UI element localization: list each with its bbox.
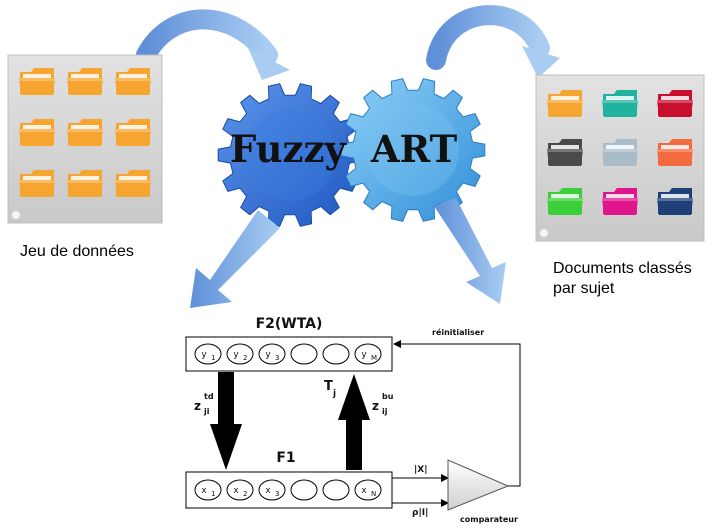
folder-icon bbox=[547, 139, 583, 166]
folder-icon bbox=[115, 170, 151, 197]
zbu-label: z bbox=[372, 399, 379, 413]
zbu-sup: bu bbox=[382, 392, 394, 401]
svg-text:1: 1 bbox=[211, 490, 215, 498]
folder-icon bbox=[67, 119, 103, 146]
folder-icon bbox=[19, 119, 55, 146]
svg-text:2: 2 bbox=[243, 490, 247, 498]
reset-label: réinitialiser bbox=[432, 327, 484, 337]
curved-arrow-gear-to-output bbox=[426, 5, 560, 78]
curved-arrow-input-to-gear bbox=[136, 9, 290, 80]
tj-sub: j bbox=[332, 389, 336, 399]
tj-label: T bbox=[324, 379, 333, 394]
svg-text:x: x bbox=[201, 486, 207, 496]
svg-text:3: 3 bbox=[275, 354, 279, 362]
folder-icon bbox=[19, 68, 55, 95]
svg-text:M: M bbox=[371, 354, 377, 362]
x-norm-label: |X| bbox=[414, 465, 428, 475]
ztd-sup: td bbox=[204, 392, 214, 401]
svg-text:N: N bbox=[371, 490, 376, 498]
f2-node bbox=[322, 343, 350, 365]
title-fuzzy: Fuzzy bbox=[230, 127, 348, 171]
folder-icon bbox=[19, 170, 55, 197]
output-caption-line1: Documents classés bbox=[553, 260, 692, 277]
svg-text:y: y bbox=[233, 350, 239, 360]
top-down-weights-arrow bbox=[210, 372, 242, 470]
comparator-triangle bbox=[447, 459, 510, 511]
zbu-sub: ij bbox=[382, 407, 388, 416]
arrow-gear-to-f2 bbox=[190, 210, 280, 308]
f1-node bbox=[322, 479, 350, 501]
folder-icon bbox=[602, 90, 638, 117]
svg-text:x: x bbox=[361, 486, 367, 496]
reset-feedback-line bbox=[393, 340, 521, 487]
svg-text:y: y bbox=[201, 350, 207, 360]
folder-icon bbox=[115, 119, 151, 146]
svg-text:1: 1 bbox=[211, 354, 215, 362]
svg-text:y: y bbox=[361, 350, 367, 360]
folder-icon bbox=[657, 139, 693, 166]
comparator-label: comparateur bbox=[460, 515, 518, 524]
arrow-gear-to-comparator bbox=[434, 198, 506, 304]
rho-i-label: ρ|I| bbox=[412, 508, 428, 518]
folder-icon bbox=[67, 68, 103, 95]
f1-label: F1 bbox=[276, 450, 295, 466]
input-dataset-panel bbox=[7, 54, 163, 224]
output-caption-line2: par sujet bbox=[553, 280, 615, 297]
f2-label: F2(WTA) bbox=[256, 316, 323, 332]
folder-icon bbox=[67, 170, 103, 197]
folder-icon bbox=[602, 188, 638, 215]
gear-right-icon bbox=[340, 78, 486, 222]
folder-icon bbox=[657, 188, 693, 215]
folder-icon bbox=[115, 68, 151, 95]
f2-node bbox=[290, 343, 318, 365]
input-caption: Jeu de données bbox=[20, 243, 134, 260]
svg-text:2: 2 bbox=[243, 354, 247, 362]
ztd-label: z bbox=[194, 399, 201, 413]
folder-icon bbox=[657, 90, 693, 117]
svg-text:x: x bbox=[233, 486, 239, 496]
svg-text:3: 3 bbox=[275, 490, 279, 498]
bottom-up-weights-arrow bbox=[338, 374, 370, 470]
gear-left-icon bbox=[217, 83, 363, 227]
folder-icon bbox=[602, 139, 638, 166]
title-art: ART bbox=[370, 127, 458, 171]
output-classified-panel bbox=[535, 74, 705, 242]
svg-text:y: y bbox=[265, 350, 271, 360]
folder-icon bbox=[547, 188, 583, 215]
ztd-sub: ji bbox=[203, 407, 210, 416]
f1-node bbox=[290, 479, 318, 501]
folder-icon bbox=[547, 90, 583, 117]
svg-text:x: x bbox=[265, 486, 271, 496]
